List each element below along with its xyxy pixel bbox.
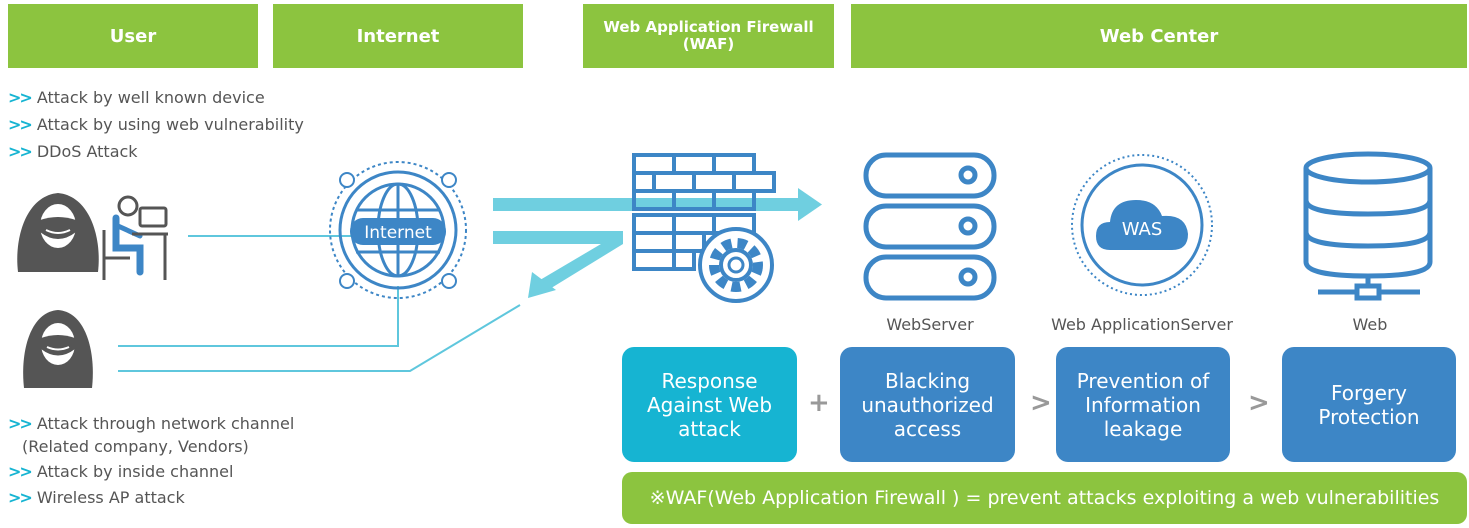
box-forgery-text: Forgery Protection	[1318, 380, 1420, 429]
top-attack-2-text: Attack by using web vulnerability	[36, 115, 304, 134]
bottom-attack-1-text: Attack through network channel	[36, 414, 295, 433]
greater-operator: >	[1030, 388, 1052, 418]
laptop-user-icon	[102, 195, 168, 280]
label-web-app-server: Web ApplicationServer	[1051, 315, 1233, 334]
box-response-against-attack: Response Against Web attack	[622, 347, 797, 462]
header-internet-label: Internet	[356, 25, 440, 47]
top-attack-3-text: DDoS Attack	[36, 142, 138, 161]
plus-operator: +	[808, 388, 830, 418]
header-user: User	[8, 4, 258, 68]
web-server-icon	[863, 152, 997, 301]
box-blocking-text: Blacking unauthorized access	[861, 368, 994, 441]
label-web-server: WebServer	[886, 315, 974, 334]
bullet-arrow: >>	[8, 115, 33, 134]
blocked-return-arrow	[493, 231, 623, 298]
top-attack-1: >>Attack by well known device	[8, 88, 265, 107]
header-waf-line2: (WAF)	[682, 35, 735, 53]
box-blocking-access: Blacking unauthorized access	[840, 347, 1015, 462]
header-web-center-label: Web Center	[1099, 25, 1219, 47]
was-cloud-icon	[1071, 154, 1213, 296]
header-waf-line1: Web Application Firewall	[603, 17, 814, 36]
box-response-text: Response Against Web attack	[646, 368, 773, 441]
hacker-icon	[17, 193, 99, 272]
connection-lines	[118, 235, 521, 372]
gear-icon	[698, 227, 774, 303]
bullet-arrow: >>	[8, 462, 33, 481]
bottom-attack-2-text: Attack by inside channel	[36, 462, 234, 481]
box-prevention-leakage: Prevention of Information leakage	[1056, 347, 1230, 462]
bullet-arrow: >>	[8, 414, 33, 433]
box-prevention-text: Prevention of Information leakage	[1076, 368, 1210, 441]
firewall-icon	[632, 153, 776, 271]
globe-label: Internet	[364, 223, 432, 243]
waf-note-text: ※WAF(Web Application Firewall ) = preven…	[649, 487, 1440, 509]
top-attack-1-text: Attack by well known device	[36, 88, 265, 107]
bottom-attack-1-sub: (Related company, Vendors)	[22, 437, 249, 456]
bottom-attack-3-text: Wireless AP attack	[36, 488, 185, 507]
bottom-attack-3: >>Wireless AP attack	[8, 488, 185, 507]
waf-note: ※WAF(Web Application Firewall ) = preven…	[622, 472, 1467, 524]
bullet-arrow: >>	[8, 488, 33, 507]
hacker-icon	[23, 310, 93, 388]
top-attack-3: >>DDoS Attack	[8, 142, 138, 161]
header-waf: Web Application Firewall (WAF)	[583, 4, 834, 68]
database-icon	[1303, 151, 1433, 301]
greater-operator: >	[1248, 388, 1270, 418]
bottom-attack-2: >>Attack by inside channel	[8, 462, 233, 481]
top-attack-2: >>Attack by using web vulnerability	[8, 115, 304, 134]
globe-icon	[329, 161, 467, 299]
bottom-attack-1-sub-text: (Related company, Vendors)	[22, 437, 249, 456]
bullet-arrow: >>	[8, 142, 33, 161]
bullet-arrow: >>	[8, 88, 33, 107]
was-label: WAS	[1122, 219, 1163, 240]
header-internet: Internet	[273, 4, 523, 68]
header-user-label: User	[109, 25, 157, 47]
label-web: Web	[1352, 315, 1388, 334]
bottom-attack-1: >>Attack through network channel	[8, 414, 294, 433]
box-forgery-protection: Forgery Protection	[1282, 347, 1456, 462]
header-web-center: Web Center	[851, 4, 1467, 68]
